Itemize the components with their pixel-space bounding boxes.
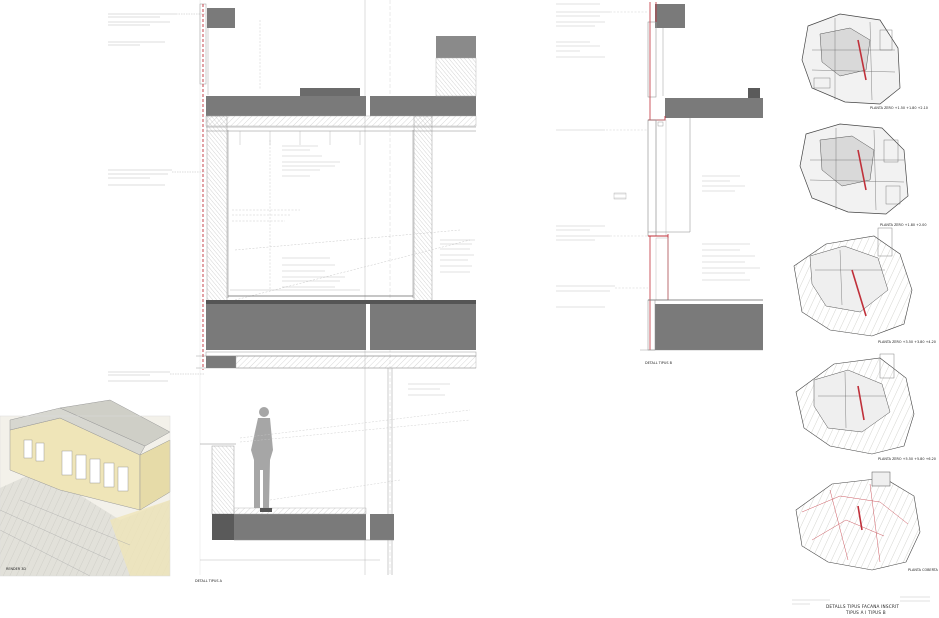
detail-a-section [196, 0, 477, 575]
plan-caption-1: PLANTA ZERO +1.50 +1.80 +2.10 [870, 106, 928, 110]
plan-5-roof [795, 471, 921, 571]
plan-caption-4: PLANTA ZERO +5.50 +5.80 +6.20 [878, 457, 936, 461]
sheet-title-line1: DETALLS TIPUS FACANA INSCRIT [826, 604, 899, 609]
plan-caption-3: PLANTA ZERO +3.50 +3.80 +4.20 [878, 340, 936, 344]
floor-plans [793, 13, 921, 571]
plan-2 [799, 123, 909, 215]
detail-b-caption: DETALL TIPUS B [645, 361, 673, 365]
detail-a-caption: DETALL TIPUS A [195, 579, 223, 583]
sheet-title-line2: TIPUS A I TIPUS B [845, 610, 886, 615]
person-silhouette [251, 407, 273, 508]
detail-b-section [556, 2, 763, 351]
plan-4 [795, 353, 915, 455]
plan-caption-2: PLANTA ZERO +1.80 +2.00 [880, 223, 927, 227]
render-3d [0, 399, 171, 577]
plan-caption-5: PLANTA COBERTA [908, 568, 938, 572]
plan-1 [801, 13, 901, 105]
render-caption: RENDER 3D [6, 567, 26, 571]
left-annotations [108, 13, 205, 382]
plan-3 [793, 227, 913, 337]
title-block: DETALLS TIPUS FACANA INSCRIT TIPUS A I T… [792, 596, 930, 615]
terrace-section [200, 407, 471, 561]
